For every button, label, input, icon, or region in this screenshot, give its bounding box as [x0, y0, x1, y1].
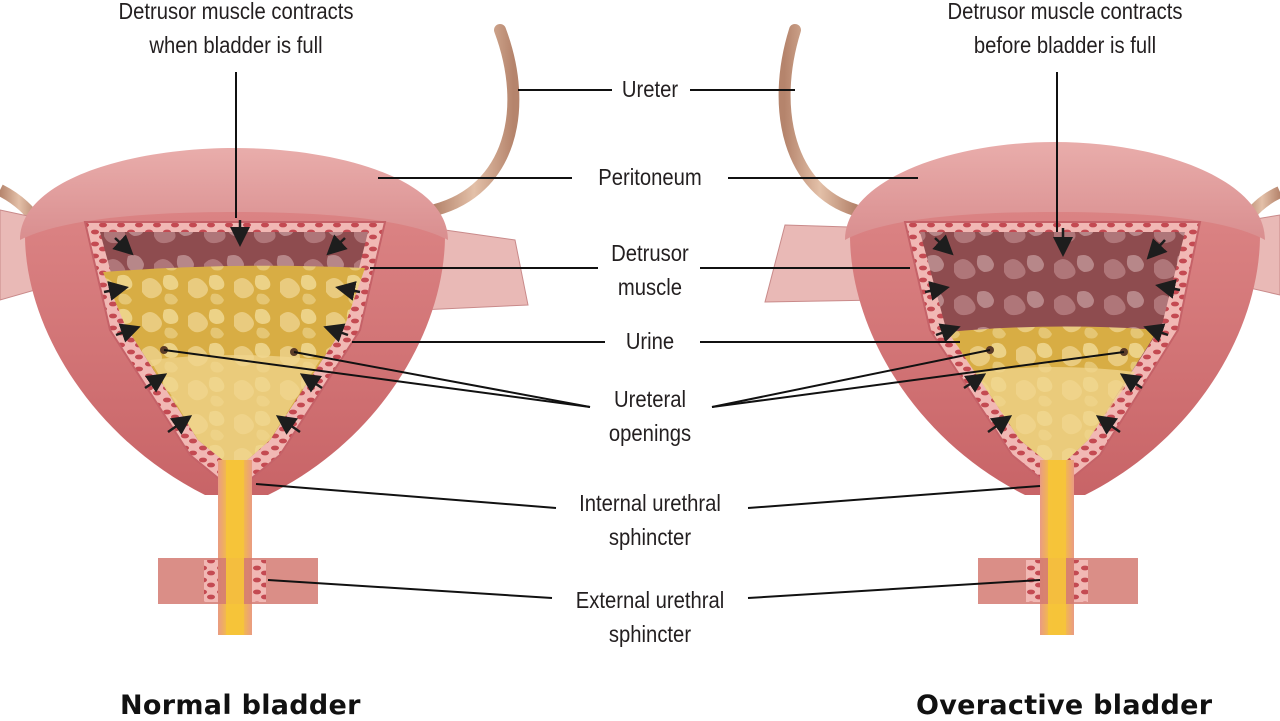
- label-detrusor-muscle: Detrusor muscle: [611, 240, 689, 300]
- left-contraction-arrows: [103, 220, 361, 435]
- title-left-line2: when bladder is full: [149, 32, 323, 58]
- left-urine-funnel: [150, 355, 320, 462]
- title-right: Detrusor muscle contracts before bladder…: [933, 0, 1197, 62]
- right-external-sphincter-cells-r: [1074, 560, 1088, 602]
- left-peritoneum: [20, 148, 448, 240]
- label-peritoneum: Peritoneum: [598, 164, 702, 190]
- label-internal-urethral-sphincter: Internal urethral sphincter: [579, 490, 721, 550]
- right-contraction-arrows: [924, 228, 1181, 435]
- caption-overactive-bladder: Overactive bladder: [916, 690, 1213, 721]
- title-left: Detrusor muscle contracts when bladder i…: [104, 0, 368, 62]
- left-external-sphincter-cells-l: [204, 560, 218, 602]
- leader-lines: [163, 72, 1125, 599]
- title-right-line2: before bladder is full: [973, 32, 1157, 58]
- label-external-urethral-sphincter: External urethral sphincter: [575, 587, 725, 647]
- title-right-line1: Detrusor muscle contracts: [947, 0, 1183, 24]
- left-external-sphincter-cells-r: [252, 560, 266, 602]
- label-ureter: Ureter: [621, 76, 679, 102]
- left-urethra-core: [226, 460, 244, 635]
- caption-normal-bladder: Normal bladder: [120, 690, 361, 721]
- right-urine-funnel: [975, 367, 1135, 462]
- right-ureter: [778, 24, 861, 216]
- overactive-bladder: [764, 24, 1280, 635]
- normal-bladder: [0, 24, 529, 635]
- right-peritoneum: [845, 142, 1265, 240]
- left-ureter: [429, 24, 520, 216]
- title-left-line1: Detrusor muscle contracts: [118, 0, 354, 24]
- label-urine: Urine: [625, 328, 675, 354]
- label-ureteral-openings: Ureteral openings: [608, 386, 692, 446]
- right-urethra-core: [1048, 460, 1066, 635]
